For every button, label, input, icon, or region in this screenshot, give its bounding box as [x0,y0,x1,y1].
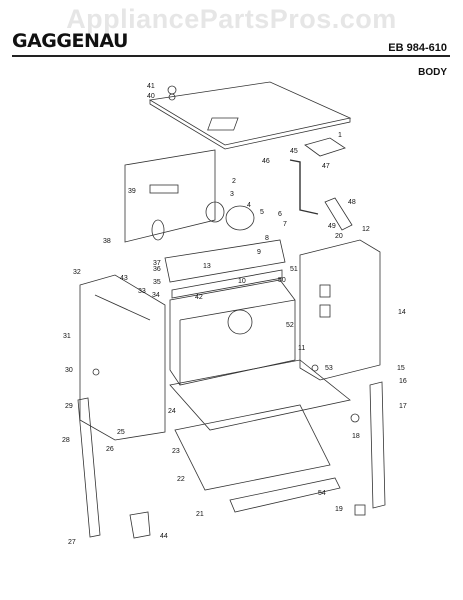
callout-41: 41 [147,83,155,90]
callout-35: 35 [153,279,161,286]
callout-33: 33 [138,288,146,295]
callout-15: 15 [397,365,405,372]
callout-27: 27 [68,539,76,546]
callout-26: 26 [106,446,114,453]
callout-54: 54 [318,490,326,497]
callout-39: 39 [128,188,136,195]
callout-25: 25 [117,429,125,436]
callout-44: 44 [160,533,168,540]
callout-32: 32 [73,269,81,276]
callout-10: 10 [238,278,246,285]
callout-5: 5 [260,209,264,216]
callout-12: 12 [362,226,370,233]
callout-28: 28 [62,437,70,444]
control-back-panel [124,149,216,243]
model-number: EB 984-610 [388,42,447,54]
brand-logo: GAGGENAU [12,30,128,52]
bracket-45 [304,137,346,157]
callout-3: 3 [230,191,234,198]
callout-13: 13 [203,263,211,270]
control-frame [164,239,286,283]
callout-11: 11 [298,345,305,352]
callout-53: 53 [325,365,333,372]
base-tray [174,404,331,491]
callout-22: 22 [177,476,185,483]
callout-43: 43 [120,275,128,282]
bottom-panel [169,359,351,431]
watermark: AppliancePartsPros.com [66,4,397,34]
callout-34: 34 [152,292,160,299]
callout-18: 18 [352,433,360,440]
callout-20: 20 [335,233,343,240]
callout-47: 47 [322,163,330,170]
callout-37: 37 [153,260,161,267]
callout-48: 48 [348,199,356,206]
callout-29: 29 [65,403,73,410]
callout-30: 30 [65,367,73,374]
rod-47 [289,159,319,215]
callout-50: 50 [278,277,286,284]
callout-7: 7 [283,221,287,228]
motor-assembly [225,205,255,231]
callout-40: 40 [147,93,155,100]
bracket-44 [129,511,151,539]
top-panel [148,81,352,146]
header-rule [12,55,450,57]
callout-51: 51 [290,266,298,273]
left-front-rail [77,397,101,538]
callout-19: 19 [335,506,343,513]
callout-4: 4 [247,202,251,209]
callout-31: 31 [63,333,71,340]
oven-cavity [169,279,296,386]
callout-14: 14 [398,309,406,316]
callout-21: 21 [196,511,204,518]
callout-49: 49 [328,223,336,230]
callout-16: 16 [399,378,407,385]
callout-2: 2 [232,178,236,185]
clip-19 [354,504,366,516]
callout-23: 23 [172,448,180,455]
kick-strip [229,477,341,513]
section-title: BODY [418,67,447,78]
callout-1: 1 [338,132,342,139]
callout-36: 36 [153,266,161,273]
callout-42: 42 [195,294,203,301]
callout-45: 45 [290,148,298,155]
right-front-rail [369,381,386,509]
callout-52: 52 [286,322,294,329]
callout-9: 9 [257,249,261,256]
callout-38: 38 [103,238,111,245]
callout-17: 17 [399,403,407,410]
callout-46: 46 [262,158,270,165]
handle-48 [324,197,353,231]
left-side-panel [79,274,166,441]
callout-6: 6 [278,211,282,218]
callout-8: 8 [265,235,269,242]
callout-24: 24 [168,408,176,415]
right-side-panel [299,239,381,381]
